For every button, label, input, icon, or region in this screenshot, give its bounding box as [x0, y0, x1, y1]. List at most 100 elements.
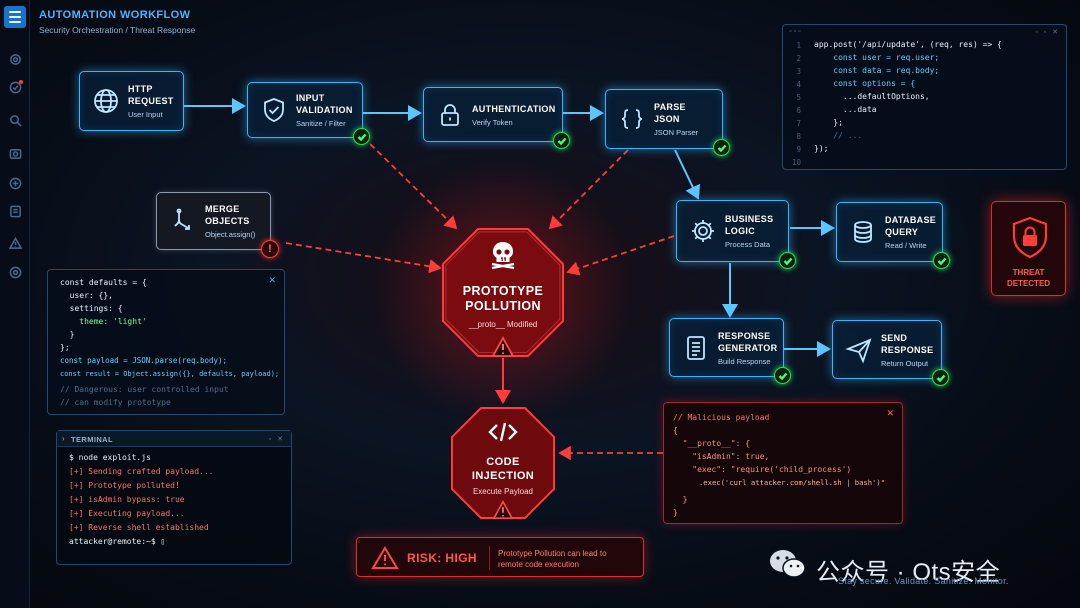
line-number: 3: [796, 67, 801, 76]
node-title: BUSINESS LOGIC: [725, 214, 774, 236]
node-title: PARSE JSON: [654, 102, 686, 124]
node-title: MERGE OBJECTS: [205, 204, 250, 226]
malicious-payload-panel: ✕ // Malicious payload { "__proto__": { …: [663, 402, 903, 524]
code-line: }: [673, 508, 678, 517]
code-comment: // can modify prototype: [60, 398, 171, 407]
database-query-node[interactable]: DATABASE QUERY Read / Write: [836, 202, 950, 269]
node-title: RESPONSE GENERATOR: [718, 330, 778, 353]
check-icon: [353, 128, 370, 145]
hamburger-icon[interactable]: [4, 6, 26, 28]
business-logic-node[interactable]: BUSINESS LOGIC Process Data: [676, 200, 796, 269]
code-line: };: [814, 118, 843, 127]
threat-label: THREAT DETECTED: [1006, 268, 1051, 288]
camera-icon[interactable]: [8, 146, 22, 160]
node-sub: Verify Token: [472, 117, 513, 127]
panel-dots: ▫▫▫: [789, 28, 803, 35]
prototype-pollution-node[interactable]: PROTOTYPE POLLUTION __proto__ Modified: [441, 227, 565, 358]
terminal-line: [+] Reverse shell established: [69, 523, 209, 532]
code-line: settings: {: [60, 304, 123, 313]
settings-icon[interactable]: [8, 52, 22, 66]
check-icon: [779, 252, 796, 269]
line-number: 6: [796, 106, 801, 115]
warning-icon[interactable]: [8, 236, 22, 250]
node-sub: Process Data: [725, 240, 771, 249]
check-icon: [774, 367, 791, 384]
code-line: {: [673, 426, 678, 435]
warning-triangle-icon: [492, 500, 514, 520]
code-line: }: [60, 330, 75, 339]
send-icon: [845, 336, 873, 364]
shield-lock-icon: [1012, 216, 1048, 259]
code-line: });: [814, 144, 829, 153]
terminal-controls[interactable]: ▫ ✕: [268, 436, 285, 443]
close-icon[interactable]: ✕: [268, 275, 276, 285]
threat-detected-badge: THREAT DETECTED: [991, 201, 1066, 296]
node-sub: User Input: [128, 110, 163, 119]
node-sub: Read / Write: [885, 241, 927, 250]
code-line: app.post('/api/update', (req, res) => {: [814, 40, 1002, 49]
terminal-line: [+] Prototype polluted!: [69, 481, 180, 490]
globe-icon: [92, 87, 120, 115]
record-icon[interactable]: [8, 265, 22, 279]
code-panel-api: ▫ ▫ ✕ ▫▫▫ 1 2 3 4 5 6 7 8 9 10 app.post(…: [782, 24, 1067, 170]
code-line: const options = {: [814, 79, 916, 88]
code-line: // Malicious payload: [673, 413, 770, 422]
risk-level: RISK: HIGH: [407, 551, 477, 565]
code-line: const user = req.user;: [814, 53, 940, 62]
watermark-text: 公众号 · Ots安全: [816, 559, 1001, 586]
sidebar: [0, 0, 30, 608]
terminal-line: [+] Sending crafted payload...: [69, 467, 214, 476]
code-injection-node[interactable]: CODE INJECTION Execute Payload: [450, 406, 556, 520]
code-line: const payload = JSON.parse(req.body);: [60, 356, 228, 365]
app-subtitle: Security Orchestration / Threat Response: [39, 25, 196, 35]
terminal-titlebar: › TERMINAL ▫ ✕: [57, 431, 291, 447]
search-icon[interactable]: [8, 113, 22, 127]
chevron-icon: ›: [62, 434, 65, 443]
alert-icon[interactable]: [8, 80, 22, 94]
check-icon: [933, 252, 950, 269]
code-line: theme: 'light': [60, 317, 147, 326]
code-line: const result = Object.assign({}, default…: [60, 370, 280, 378]
line-number: 4: [796, 80, 801, 89]
code-icon: [488, 420, 518, 444]
terminal-line: [+] isAdmin bypass: true: [69, 495, 185, 504]
code-line: const defaults = {: [60, 278, 147, 287]
line-number: 8: [796, 132, 801, 141]
skull-icon: [488, 239, 518, 270]
check-icon: [932, 369, 949, 386]
code-line: "exec": "require('child_process'): [673, 465, 852, 474]
code-injection-title: CODE INJECTION: [471, 456, 535, 482]
response-generator-node[interactable]: RESPONSE GENERATOR Build Response: [669, 318, 791, 384]
risk-divider: [489, 546, 490, 570]
node-sub: Build Response: [718, 356, 771, 366]
terminal-prompt[interactable]: attacker@remote:~$ ▯: [69, 537, 166, 546]
code-line: ...defaultOptions,: [814, 92, 930, 101]
code-line: };: [60, 343, 70, 352]
code-line: user: {},: [60, 291, 113, 300]
document-icon[interactable]: [8, 204, 22, 218]
check-icon: [713, 139, 730, 156]
lock-icon: [436, 101, 464, 129]
terminal-line: [+] Executing payload...: [69, 509, 185, 518]
check-icon: [553, 132, 570, 149]
line-number: 1: [796, 41, 801, 50]
close-icon[interactable]: ✕: [886, 408, 894, 418]
notification-dot: [19, 80, 23, 84]
risk-banner: RISK: HIGH Prototype Pollution can lead …: [356, 537, 644, 577]
code-panel-merge: ✕ const defaults = { user: {}, settings:…: [47, 269, 285, 415]
risk-description: Prototype Pollution can lead to remote c…: [498, 549, 607, 569]
authentication-node[interactable]: AUTHENTICATION Verify Token: [423, 87, 570, 149]
code-injection-sub: Execute Payload: [472, 487, 534, 496]
node-title: AUTHENTICATION: [472, 103, 556, 114]
node-title: DATABASE QUERY: [885, 215, 937, 237]
line-number: 9: [796, 145, 801, 154]
window-controls[interactable]: ▫ ▫ ✕: [1035, 29, 1060, 36]
plus-icon[interactable]: [8, 176, 22, 190]
line-number: 2: [796, 54, 801, 63]
wechat-icon: [770, 550, 806, 578]
